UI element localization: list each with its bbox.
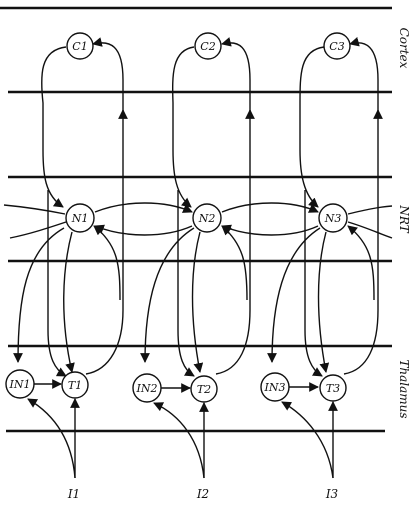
nrt-connection: [221, 224, 319, 236]
node-circle: [194, 32, 222, 60]
nrt-connection: [347, 205, 393, 215]
nrt-to-thalamic-pathway: [63, 231, 75, 373]
nrt-to-interneuron-pathway: [267, 227, 321, 363]
cortex-to-thalamus-pathway: [177, 190, 195, 377]
node-circle: [323, 32, 351, 60]
thalamic-neuron-t2: T2: [190, 375, 218, 403]
node-label: T2: [197, 383, 211, 396]
thalamic-neuron-t3: T3: [319, 374, 347, 402]
node-label: T1: [68, 379, 82, 392]
input-label-i3: I3: [325, 487, 339, 501]
node-circle: [132, 373, 162, 403]
thalamic-neuron-t1: T1: [61, 371, 89, 399]
thalamus-cortex-arc: [92, 37, 124, 115]
node-circle: [190, 375, 218, 403]
node-circle: [319, 374, 347, 402]
node-label: N1: [71, 212, 89, 225]
cortex-to-nrt-pathway: [172, 46, 195, 208]
node-label: IN3: [264, 381, 286, 394]
node-circle: [5, 369, 35, 399]
node-circle: [260, 372, 290, 402]
input-label-i1: I1: [67, 487, 80, 501]
cortical-neuron-c1: C1: [66, 32, 94, 60]
nrt-connection: [94, 202, 193, 213]
boundary-lines: [0, 6, 392, 433]
node-circle: [61, 371, 89, 399]
thalamus-to-nrt-pathway: [347, 225, 375, 301]
interneuron-in2: IN2: [132, 373, 162, 403]
cortex-to-thalamus-pathway: [304, 190, 323, 377]
nrt-connection: [221, 202, 319, 213]
thalamus-cortex-arc: [349, 36, 379, 115]
thalamus-cortex-arc: [221, 37, 251, 115]
input-label-i2: I2: [196, 487, 209, 501]
region-label-thalamus: Thalamus: [397, 359, 411, 418]
interneuron-in3: IN3: [260, 372, 290, 402]
column-2-wiring: [140, 37, 255, 479]
node-label: C1: [72, 40, 87, 53]
node-label: IN2: [136, 382, 158, 395]
cortical-neuron-c2: C2: [194, 32, 222, 60]
cortex-to-nrt-pathway: [40, 46, 67, 208]
nrt-neuron-n1: N1: [65, 203, 95, 233]
nrt-to-interneuron-pathway: [140, 227, 195, 363]
cortex-to-thalamus-pathway: [47, 190, 67, 377]
node-label: N3: [324, 212, 342, 225]
region-label-nrt: NRT: [397, 204, 411, 233]
input-to-interneuron-pathway: [281, 401, 334, 479]
nrt-connection: [9, 221, 67, 239]
input-to-interneuron-pathway: [27, 398, 76, 479]
cortical-neuron-c3: C3: [323, 32, 351, 60]
cortex-to-nrt-pathway: [299, 46, 325, 208]
node-label: N2: [198, 212, 216, 225]
interneuron-in1: IN1: [5, 369, 35, 399]
thalamus-to-nrt-pathway: [221, 225, 248, 301]
nrt-to-interneuron-pathway: [13, 227, 65, 363]
input-to-interneuron-pathway: [153, 402, 205, 479]
nrt-to-thalamic-pathway: [191, 231, 204, 373]
node-label: IN1: [9, 378, 31, 391]
column-3-wiring: [267, 36, 383, 479]
nrt-to-thalamic-pathway: [317, 231, 330, 373]
node-label: C2: [200, 40, 215, 53]
node-label: C3: [329, 40, 344, 53]
node-circle: [65, 203, 95, 233]
node-circle: [318, 203, 348, 233]
node-circle: [66, 32, 94, 60]
nrt-neuron-n2: N2: [192, 203, 222, 233]
region-label-cortex: Cortex: [397, 28, 411, 69]
nrt-connection: [3, 204, 66, 215]
thalamus-to-nrt-pathway: [93, 225, 121, 301]
column-1-wiring: [13, 37, 128, 479]
thalamus-to-cortex-pathway: [215, 109, 255, 375]
node-label: T3: [326, 382, 340, 395]
thalamus-to-cortex-pathway: [343, 109, 383, 375]
nrt-connection: [347, 221, 393, 239]
nrt-connection: [94, 224, 193, 236]
nrt-neuron-n3: N3: [318, 203, 348, 233]
node-circle: [192, 203, 222, 233]
nrt-lateral-connections: [3, 202, 393, 239]
thalamus-to-cortex-pathway: [85, 109, 128, 375]
